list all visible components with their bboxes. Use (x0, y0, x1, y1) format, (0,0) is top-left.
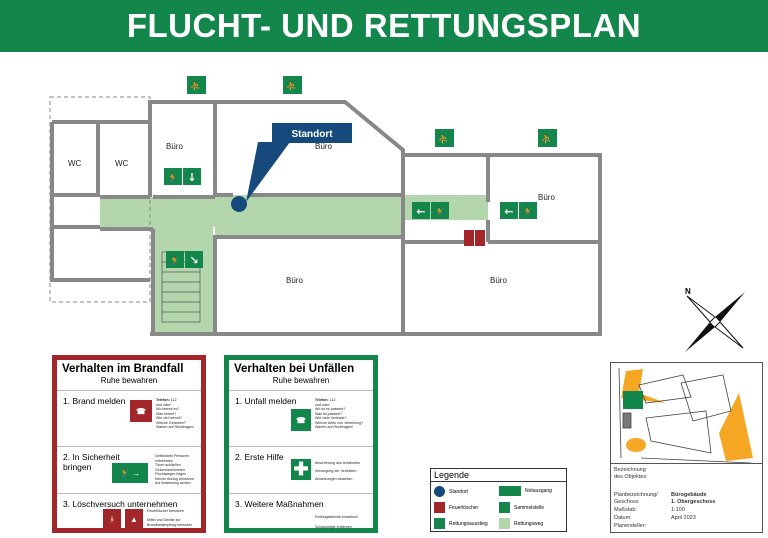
fire-instructions-panel: Verhalten im Brandfall Ruhe bewahren 1. … (52, 355, 206, 533)
info-massstab-value: 1:100 (671, 507, 685, 513)
standort-icon (434, 486, 445, 497)
legend-item-standort: Standort (434, 486, 468, 497)
room-buero-bm: Büro (286, 276, 303, 285)
svg-text:⛹: ⛹ (190, 80, 201, 92)
accident-section-3: 3. Weitere Maßnahmen Rettungsdienste ein… (229, 493, 373, 531)
accident-section-2: 2. Erste Hilfe ✚ Absicherung des Unfallo… (229, 446, 373, 493)
legend-item-rettungsweg: Rettungsweg (499, 518, 543, 529)
legend: Legende Standort Notausgang Feuerlöscher… (430, 468, 567, 532)
standort-marker (231, 196, 247, 212)
accident-s1-label: 1. Unfall melden (235, 396, 297, 406)
svg-text:↘: ↘ (189, 254, 198, 267)
info-bez-label: Bezeichnung (614, 467, 646, 473)
compass-north: N (685, 287, 691, 296)
legend-item-notausgang: Notausgang (499, 486, 552, 496)
room-buero-r: Büro (538, 193, 555, 202)
legend-title: Legende (431, 469, 566, 482)
info-geschoss-value: 1. Obergeschoss (671, 499, 716, 505)
standort-pointer (246, 142, 290, 202)
exit-signs (164, 76, 557, 268)
svg-text:↓: ↓ (187, 171, 196, 184)
svg-text:←: ← (504, 205, 513, 218)
accident-s2-label: 2. Erste Hilfe (235, 452, 284, 462)
fire-equipment-icon: ▲ (125, 509, 143, 530)
accident-title: Verhalten bei Unfällen (234, 363, 355, 375)
legend-item-feuerloescher: Feuerlöscher (434, 502, 478, 513)
fire-phone-icon: ☎ (130, 400, 152, 422)
assembly-point-icon (623, 391, 643, 409)
legend-item-sammelstelle: Sammelstelle (499, 502, 544, 513)
fire-s1-label: 1. Brand melden (63, 396, 126, 406)
floor-plan: WC WC Büro Büro Büro Büro Büro Standort … (49, 76, 745, 352)
fire-s3-label: 3. Löschversuch unternehmen (63, 499, 178, 509)
room-buero-br: Büro (490, 276, 507, 285)
site-info-box: Bezeichnung des Objektes: Planbezeichnun… (610, 362, 763, 533)
room-wc2: WC (115, 159, 129, 168)
info-obj-label: des Objektes: (614, 474, 648, 480)
svg-text:←: ← (416, 205, 425, 218)
room-buero-tl: Büro (166, 142, 183, 151)
page-title: FLUCHT- UND RETTUNGSPLAN (0, 0, 768, 52)
info-geschoss-label: Geschoss (614, 499, 639, 505)
info-datum-value: April 2023 (671, 515, 696, 521)
legend-item-rettungsausstieg: Rettungsausstieg (434, 518, 488, 529)
exit-arrow-icon: 🏃 → (112, 463, 148, 483)
exit-icon (499, 486, 521, 496)
accident-instructions-panel: Verhalten bei Unfällen Ruhe bewahren 1. … (224, 355, 378, 533)
svg-text:🏃: 🏃 (522, 206, 533, 218)
info-datum-label: Datum: (614, 515, 632, 521)
fire-s2-label: 2. In Sicherheit bringen (63, 452, 120, 472)
svg-text:⛹: ⛹ (541, 133, 552, 145)
extinguisher-sign (464, 230, 474, 246)
info-plan-label: Planbezeichnung/ (614, 492, 658, 498)
info-plan-value: Bürogebäude (671, 492, 707, 498)
fire-section-2: 2. In Sicherheit bringen 🏃 → Gefährdete … (57, 446, 201, 493)
accident-s3-label: 3. Weitere Maßnahmen (235, 499, 324, 509)
standort-label: Standort (291, 129, 333, 140)
compass-icon: N (685, 287, 745, 352)
room-wc1: WC (68, 159, 82, 168)
fire-subtitle: Ruhe bewahren (100, 376, 158, 385)
svg-text:🏃: 🏃 (169, 255, 180, 267)
room-buero-tm: Büro (315, 142, 332, 151)
assembly-point-icon (499, 502, 510, 513)
svg-text:⛹: ⛹ (286, 80, 297, 92)
emergency-phone-icon: ☎ (291, 409, 311, 431)
site-map (618, 367, 753, 463)
info-ersteller-label: Planersteller: (614, 523, 647, 529)
first-aid-icon: ✚ (291, 459, 311, 480)
extinguisher-icon: 🧯 (103, 509, 121, 530)
extinguisher-icon (434, 502, 445, 513)
rescue-route-swatch (499, 518, 510, 529)
walls (50, 100, 602, 336)
fire-title: Verhalten im Brandfall (62, 363, 184, 375)
accident-subtitle: Ruhe bewahren (272, 376, 330, 385)
standort-callout (272, 123, 352, 143)
rescue-exit-icon (434, 518, 445, 529)
svg-text:🏃: 🏃 (167, 172, 178, 184)
svg-text:⛹: ⛹ (438, 133, 449, 145)
info-massstab-label: Maßstab: (614, 507, 637, 513)
fire-section-3: 3. Löschversuch unternehmen 🧯 ▲ Feuerlös… (57, 493, 201, 531)
svg-text:🏃: 🏃 (434, 206, 445, 218)
